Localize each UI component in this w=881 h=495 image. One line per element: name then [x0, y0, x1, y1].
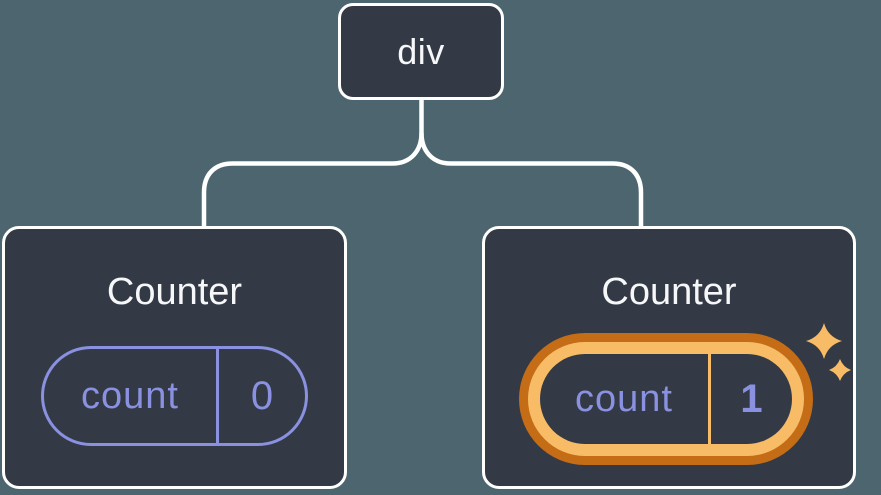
- state-value-cell: 1: [711, 354, 792, 444]
- connector-right-branch: [419, 132, 644, 227]
- counter-title: Counter: [601, 271, 737, 313]
- highlighted-state-pill: count 1: [519, 333, 813, 465]
- state-pill: count 0: [41, 346, 308, 446]
- counter-title: Counter: [106, 271, 243, 313]
- state-value-label: 1: [740, 376, 763, 421]
- sparkle-large: [806, 323, 842, 359]
- counter-card-right: Counter count 1: [482, 226, 856, 489]
- state-key-cell: count: [44, 349, 219, 443]
- state-value-cell: 0: [219, 349, 305, 443]
- state-key-cell: count: [540, 354, 711, 444]
- connector-left-branch: [201, 99, 424, 227]
- state-pill: count 1: [540, 354, 792, 444]
- state-value-label: 0: [250, 373, 274, 418]
- root-node-label: div: [397, 30, 445, 72]
- state-key-label: count: [81, 374, 179, 417]
- sparkles-icon: [806, 323, 851, 381]
- state-key-label: count: [575, 377, 673, 420]
- sparkle-small: [829, 359, 851, 381]
- counter-card-left: Counter count 0: [2, 226, 347, 489]
- root-node-div: div: [338, 3, 504, 100]
- highlight-ring: count 1: [528, 342, 804, 456]
